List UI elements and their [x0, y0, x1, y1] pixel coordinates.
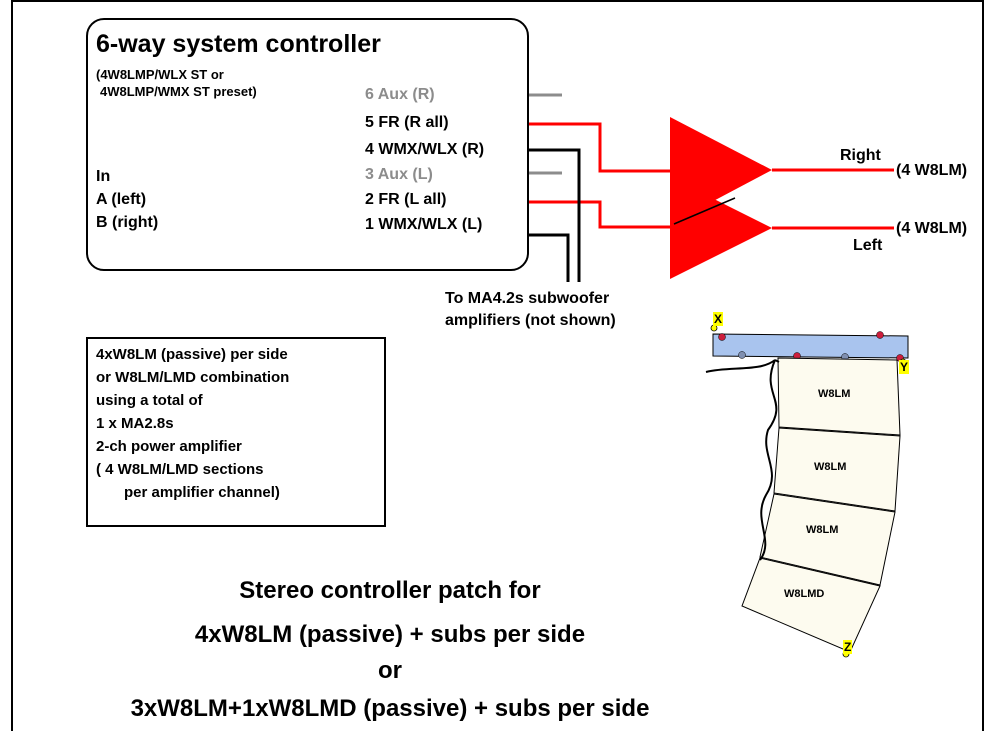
note-line-1: 4xW8LM (passive) per side: [96, 346, 288, 363]
marker-x-label: X: [713, 312, 724, 326]
cabinet-label-4: W8LMD: [784, 588, 825, 600]
amplifier-note-box: [86, 337, 386, 527]
preset-line-2: 4W8LMP/WMX ST preset): [100, 84, 257, 99]
cabinet-label-1: W8LM: [818, 388, 851, 400]
wire-fr-r: [529, 122, 672, 173]
input-label-a: A (left): [96, 191, 147, 208]
caption-line-4: 3xW8LM+1xW8LMD (passive) + subs per side: [130, 695, 650, 722]
output-label-3: 3 Aux (L): [365, 166, 433, 183]
controller-title: 6-way system controller: [96, 30, 381, 58]
rigging-frame: [712, 333, 909, 359]
frame-top-border: [11, 0, 984, 2]
cabinet-label-2: W8LM: [814, 461, 847, 473]
input-label-in: In: [96, 168, 111, 185]
sub-note-line-2: amplifiers (not shown): [445, 312, 616, 329]
output-label-2: 2 FR (L all): [365, 191, 447, 208]
sub-note-line-1: To MA4.2s subwoofer: [445, 290, 610, 307]
marker-y-label: Y: [899, 360, 910, 374]
amp-right-destination: (4 W8LM): [896, 162, 968, 179]
hanging-cable: [705, 359, 778, 561]
rig-point-2: [876, 331, 884, 339]
output-label-6: 6 Aux (R): [365, 86, 435, 103]
frame-left-border: [11, 0, 13, 731]
caption-line-3: or: [378, 657, 402, 684]
caption-line-1: Stereo controller patch for: [239, 577, 541, 604]
wire-fr-l: [529, 200, 672, 229]
cabinet-link-1: [774, 359, 780, 363]
note-line-4: 1 x MA2.8s: [96, 415, 174, 432]
amp-left-label: Left: [853, 237, 883, 254]
wire-sub-r: [529, 148, 581, 282]
note-line-2: or W8LM/LMD combination: [96, 369, 290, 386]
controller-box: [86, 18, 529, 271]
amp-left-triangle: [670, 177, 772, 279]
marker-z-label: Z: [843, 640, 853, 654]
amp-left-destination: (4 W8LM): [896, 220, 968, 237]
cabinet-label-3: W8LM: [806, 524, 839, 536]
note-line-6: ( 4 W8LM/LMD sections: [96, 461, 264, 478]
note-line-7: per amplifier channel): [124, 484, 280, 501]
amp-cross-line: [673, 197, 736, 225]
cabinet-1: [777, 357, 901, 436]
note-line-5: 2-ch power amplifier: [96, 438, 242, 455]
wire-sub-l: [529, 233, 570, 282]
rig-point-1: [718, 333, 726, 341]
cabinet-2: [773, 427, 901, 512]
preset-line-1: (4W8LMP/WLX ST or: [96, 67, 224, 82]
amp-right-label: Right: [840, 147, 881, 164]
output-label-4: 4 WMX/WLX (R): [365, 141, 485, 158]
rig-point-3: [738, 351, 746, 359]
output-label-5: 5 FR (R all): [365, 114, 449, 131]
note-line-3: using a total of: [96, 392, 203, 409]
input-label-b: B (right): [96, 214, 159, 231]
output-label-1: 1 WMX/WLX (L): [365, 216, 483, 233]
frame-right-border: [982, 0, 984, 731]
caption-line-2: 4xW8LM (passive) + subs per side: [194, 621, 586, 648]
